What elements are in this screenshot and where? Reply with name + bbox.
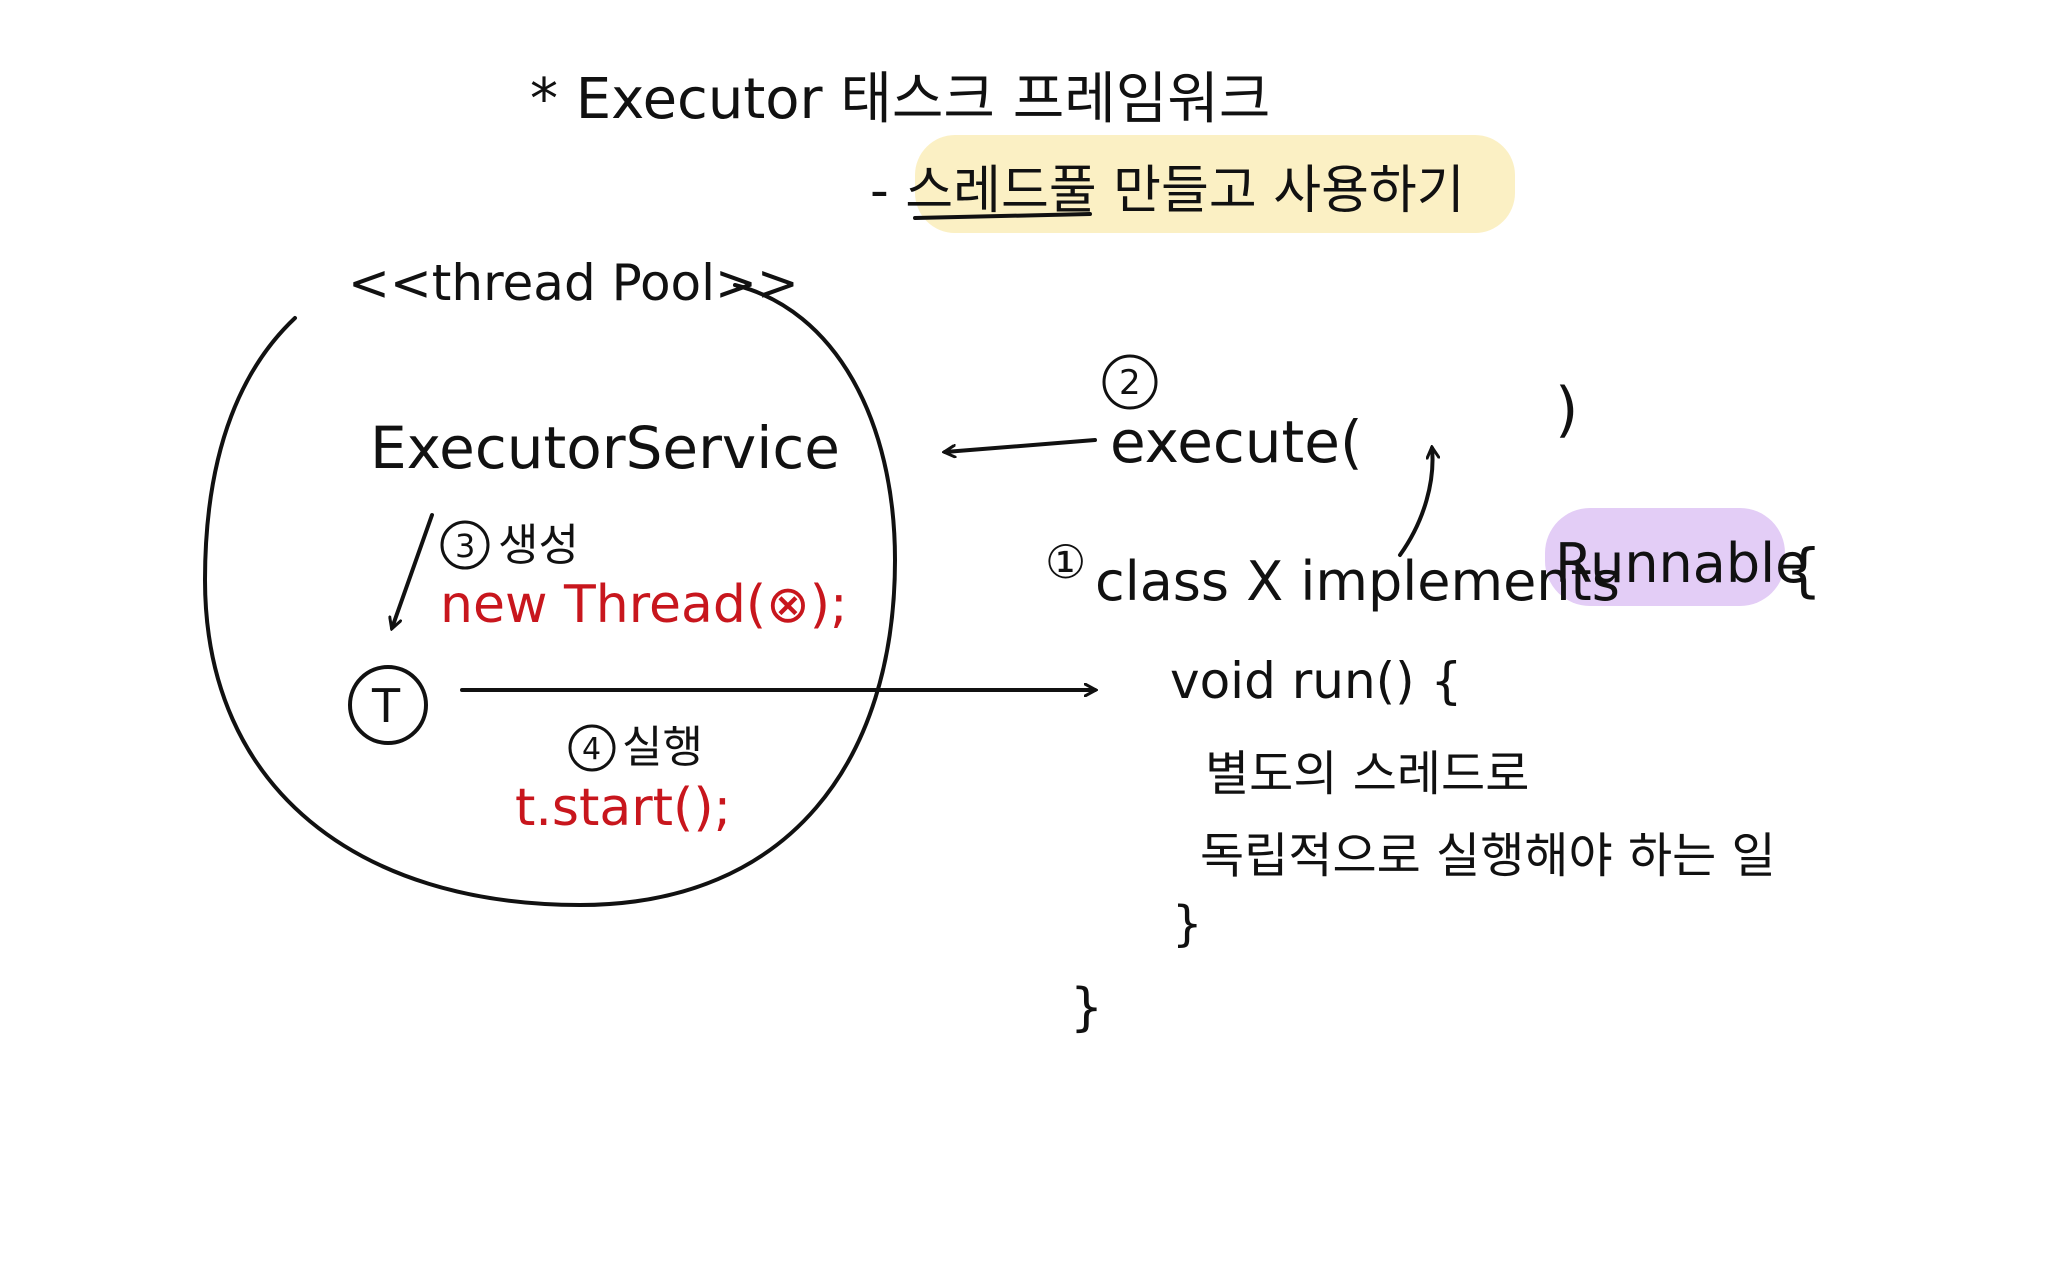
step3-label: 생성 — [498, 520, 579, 571]
execute-close-paren: ) — [1555, 375, 1578, 445]
step2-number: 2 — [1119, 363, 1141, 403]
class-open-brace: { — [1785, 536, 1822, 604]
step3-number: 3 — [455, 527, 475, 565]
class-close-brace: } — [1070, 978, 1103, 1038]
step4-circle — [568, 724, 616, 772]
runnable-highlight — [1545, 508, 1785, 606]
runnable-interface: Runnable — [1555, 532, 1808, 595]
method-close-brace: } — [1172, 896, 1203, 952]
thread-pool-circle — [203, 283, 897, 907]
subtitle-highlight — [915, 135, 1515, 233]
step3-circle — [440, 520, 490, 570]
start-code: t.start(); — [515, 778, 731, 838]
step4-label: 실행 — [622, 722, 703, 773]
execute-arrow — [945, 438, 1097, 452]
class-declaration: class X implements — [1095, 550, 1620, 613]
create-arrow — [392, 513, 434, 628]
new-thread-code: new Thread(⊗); — [440, 575, 848, 635]
thread-circle — [348, 665, 428, 745]
step4-number: 4 — [582, 732, 601, 767]
run-method-declaration: void run() { — [1170, 652, 1462, 710]
subtitle-underline — [913, 212, 1092, 220]
step2-circle — [1102, 354, 1158, 410]
run-body-line1: 별도의 스레드로 — [1205, 746, 1529, 802]
page-subtitle: - 스레드풀 만들고 사용하기 — [870, 161, 1465, 221]
run-body-line2: 독립적으로 실행해야 하는 일 — [1200, 828, 1776, 884]
thread-marker: T — [371, 679, 401, 733]
page-title: * Executor 태스크 프레임워크 — [530, 67, 1270, 132]
submit-arrow — [1398, 448, 1433, 557]
thread-pool-label: <<thread Pool>> — [348, 254, 799, 312]
step1-marker: ① — [1045, 535, 1086, 589]
executor-service-label: ExecutorService — [370, 414, 840, 482]
execute-call: execute( — [1110, 408, 1363, 476]
